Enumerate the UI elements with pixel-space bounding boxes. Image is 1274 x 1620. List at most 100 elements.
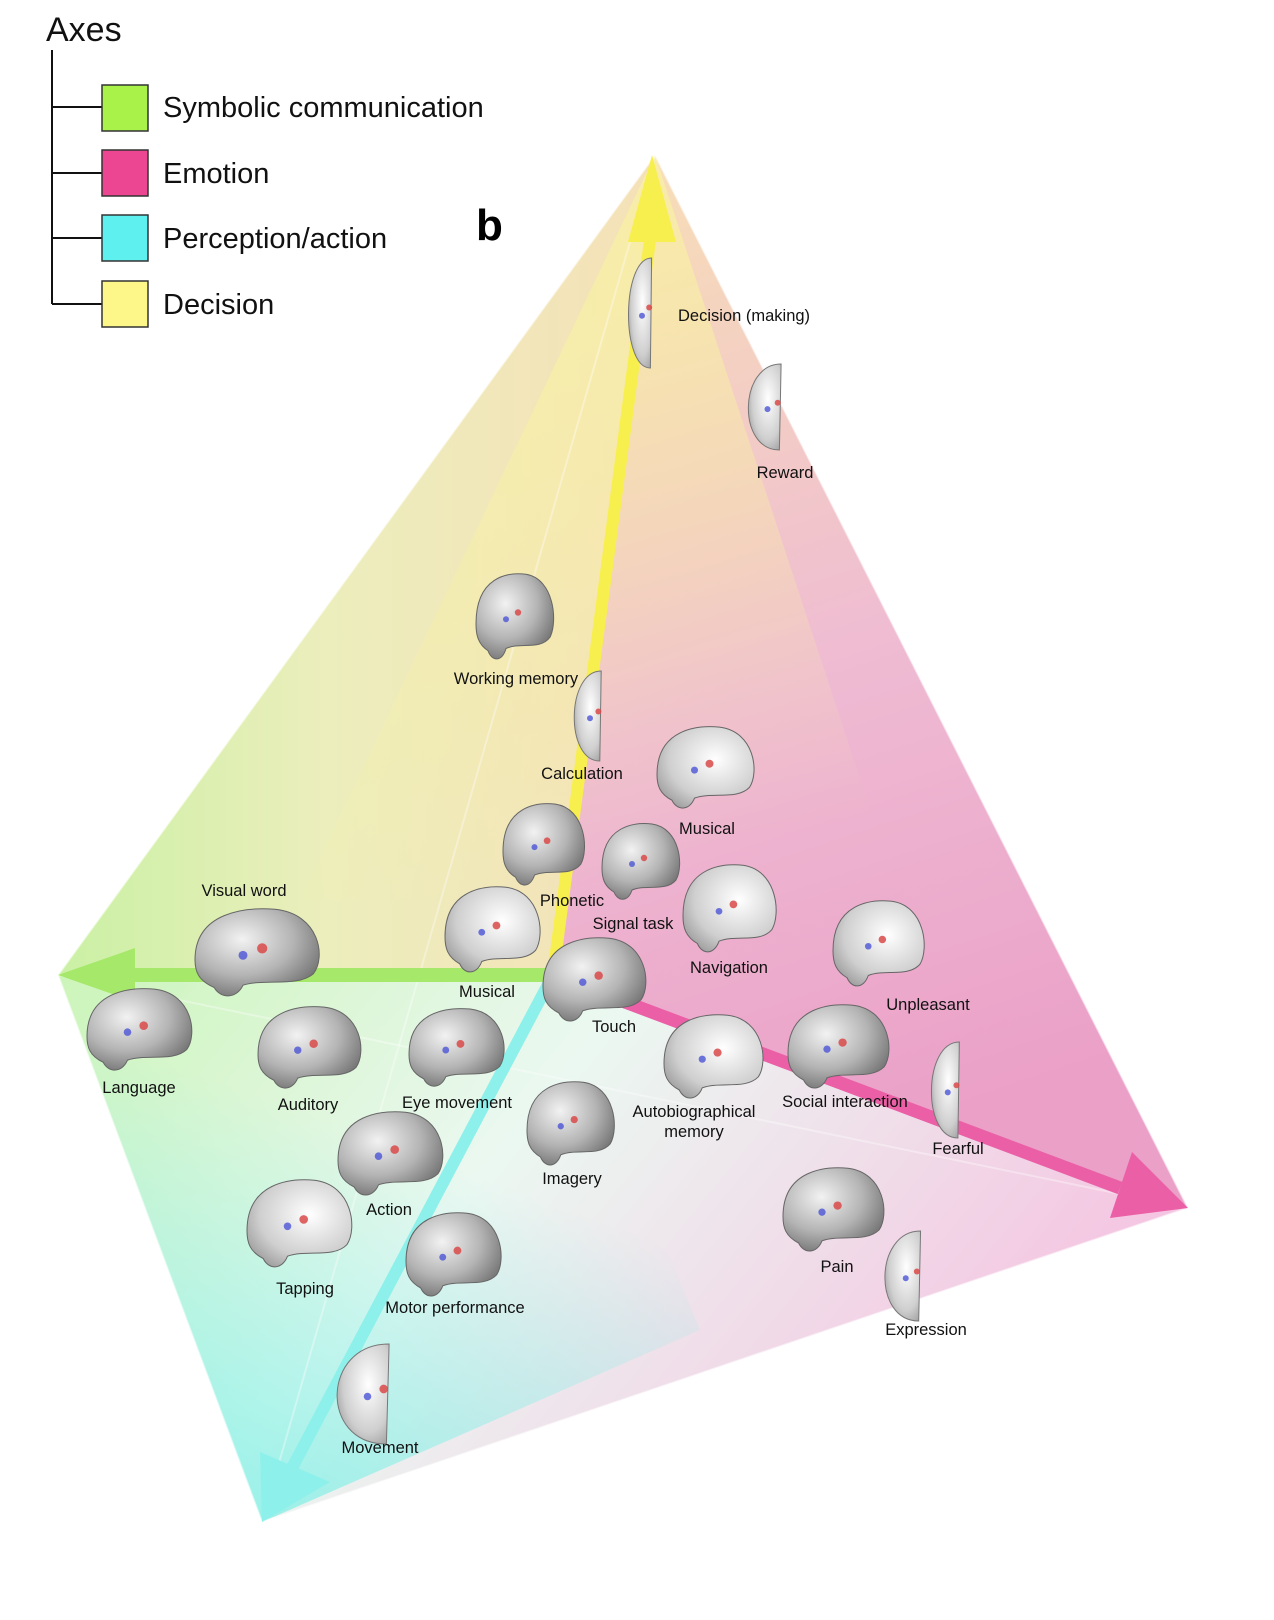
node-label-calculation: Calculation — [541, 765, 623, 783]
activation-red-icon — [299, 1215, 309, 1224]
legend-label-perception: Perception/action — [163, 223, 387, 255]
brain-node-motor-performance: Motor performance — [385, 1212, 525, 1317]
brain-lateral-icon — [601, 823, 681, 900]
node-label-autobiographical-line2: memory — [664, 1123, 724, 1141]
node-label-musical: Musical — [459, 983, 515, 1001]
tetra-inner-edge — [261, 154, 656, 1523]
activation-blue-icon — [579, 978, 587, 986]
activation-blue-icon — [557, 1123, 564, 1130]
activation-red-icon — [257, 943, 268, 954]
brain-lateral-icon — [86, 988, 193, 1071]
activation-red-icon — [543, 837, 551, 845]
node-label-signal-task: Signal task — [593, 915, 674, 933]
activation-blue-icon — [283, 1222, 292, 1231]
symbolic-communication-arrowhead — [58, 948, 135, 1002]
brain-node-eye-movement: Eye movement — [402, 1008, 512, 1112]
brain-node-musical: Musical — [656, 726, 755, 838]
activation-red-icon — [953, 1082, 960, 1089]
brain-lateral-icon — [408, 1008, 505, 1087]
brain-node-touch: Touch — [542, 937, 647, 1036]
panel-letter: b — [476, 201, 503, 250]
legend-swatch-decision — [101, 280, 149, 328]
legend-swatch-perception — [101, 214, 149, 262]
activation-blue-icon — [715, 907, 723, 915]
brain-coronal-icon — [336, 1343, 390, 1445]
node-label-autobiographical: Autobiographical — [633, 1103, 756, 1121]
legend-swatch-symbolic — [101, 84, 149, 132]
activation-blue-icon — [629, 861, 635, 867]
brain-sagittal-icon — [832, 900, 925, 987]
brain-node-social-interaction: Social interaction — [782, 1004, 908, 1111]
legend-swatch-emotion — [101, 149, 149, 197]
node-label-reward: Reward — [757, 464, 814, 482]
brain-node-tapping: Tapping — [246, 1179, 353, 1298]
activation-red-icon — [705, 759, 714, 768]
activation-red-icon — [453, 1246, 462, 1255]
emotion-axis — [550, 968, 1123, 1195]
node-label-auditory: Auditory — [278, 1096, 339, 1114]
tetra-face-decision-glow — [300, 155, 900, 900]
brain-node-phonetic: Phonetic — [502, 803, 604, 910]
node-label-working-memory: Working memory — [454, 670, 579, 688]
brain-node-reward: Reward — [747, 363, 814, 482]
activation-red-icon — [390, 1145, 400, 1154]
brain-node-language: Language — [86, 988, 193, 1097]
brain-lateral-icon — [194, 908, 320, 997]
activation-blue-icon — [374, 1152, 383, 1160]
activation-blue-icon — [639, 312, 645, 319]
brain-sagittal-icon — [444, 886, 541, 973]
activation-blue-icon — [439, 1253, 447, 1261]
node-label-imagery: Imagery — [542, 1170, 602, 1188]
activation-red-icon — [729, 900, 738, 909]
node-label-action: Action — [366, 1201, 412, 1219]
activation-red-icon — [646, 304, 653, 311]
node-label-decision-making: Decision (making) — [678, 307, 810, 325]
brain-coronal-icon — [628, 257, 653, 369]
brain-node-calculation: Calculation — [541, 670, 623, 783]
activation-red-icon — [379, 1384, 389, 1394]
activation-red-icon — [774, 399, 781, 406]
perception-action-axis — [286, 972, 559, 1471]
brain-node-movement: Movement — [336, 1343, 419, 1457]
activation-blue-icon — [944, 1089, 951, 1096]
brain-node-working-memory: Working memory — [454, 573, 579, 688]
decision-arrowhead — [628, 155, 676, 242]
activation-blue-icon — [442, 1046, 450, 1054]
activation-blue-icon — [764, 406, 771, 413]
node-label-eye-movement: Eye movement — [402, 1094, 512, 1112]
node-label-tapping: Tapping — [276, 1280, 334, 1298]
brain-sagittal-icon — [663, 1014, 764, 1099]
node-label-social-interaction: Social interaction — [782, 1093, 908, 1111]
activation-blue-icon — [902, 1275, 909, 1282]
node-label-musical: Musical — [679, 820, 735, 838]
brain-coronal-icon — [931, 1041, 960, 1139]
emotion-arrowhead — [1110, 1152, 1188, 1218]
activation-red-icon — [838, 1038, 847, 1047]
brain-node-unpleasant: Unpleasant — [832, 900, 970, 1014]
activation-blue-icon — [478, 928, 486, 936]
activation-red-icon — [309, 1039, 318, 1048]
activation-red-icon — [514, 609, 522, 616]
brain-node-navigation: Navigation — [682, 864, 777, 977]
activation-blue-icon — [698, 1055, 706, 1063]
brain-lateral-icon — [787, 1004, 890, 1089]
brain-coronal-icon — [573, 670, 602, 762]
node-label-fearful: Fearful — [932, 1140, 983, 1158]
brain-node-autobiographical: Autobiographical memory — [633, 1014, 764, 1141]
activation-red-icon — [570, 1116, 578, 1124]
activation-blue-icon — [123, 1028, 132, 1036]
activation-red-icon — [594, 971, 603, 980]
node-label-language: Language — [102, 1079, 175, 1097]
brain-lateral-icon — [337, 1111, 444, 1196]
node-label-phonetic: Phonetic — [540, 892, 604, 910]
node-label-expression: Expression — [885, 1321, 967, 1339]
legend-label-emotion: Emotion — [163, 158, 269, 190]
activation-red-icon — [456, 1039, 465, 1048]
legend-tree-lines — [51, 50, 102, 305]
activation-red-icon — [640, 854, 648, 862]
activation-blue-icon — [363, 1392, 372, 1401]
legend-title: Axes — [46, 11, 122, 49]
brain-lateral-icon — [542, 937, 647, 1022]
